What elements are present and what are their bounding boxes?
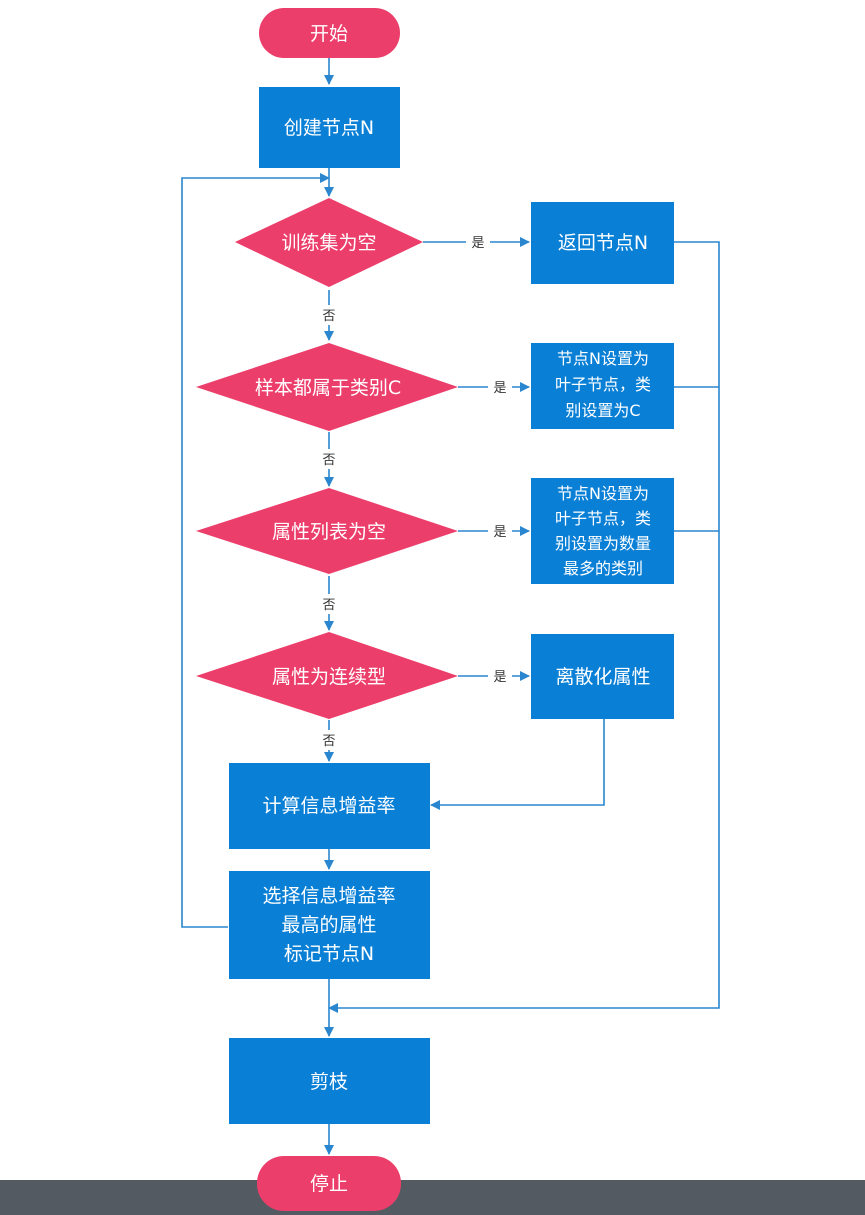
select-attr-line-1: 选择信息增益率 xyxy=(262,885,395,907)
label-yes-continuous: 是 xyxy=(493,670,506,685)
decision-continuous-label: 属性为连续型 xyxy=(272,666,386,688)
select-attr-line-3: 标记节点N xyxy=(284,943,374,965)
label-no-train: 否 xyxy=(322,309,335,324)
decision-train-empty-label: 训练集为空 xyxy=(281,232,376,254)
discretize-box: 离散化属性 xyxy=(531,634,674,719)
discretize-label: 离散化属性 xyxy=(555,666,650,688)
start-label: 开始 xyxy=(310,23,348,45)
create-node-label: 创建节点N xyxy=(284,117,374,139)
decision-attr-empty: 属性列表为空 xyxy=(196,488,458,574)
label-yes-same: 是 xyxy=(493,381,506,396)
leaf-majority-line-1: 节点N设置为 xyxy=(557,484,649,503)
connectors xyxy=(181,58,720,1155)
decision-same-class-label: 样本都属于类别C xyxy=(255,377,401,399)
calc-gain-box: 计算信息增益率 xyxy=(229,763,430,849)
leaf-class-c-line-2: 叶子节点，类 xyxy=(555,375,651,394)
label-yes-train: 是 xyxy=(471,236,484,251)
bottom-bar xyxy=(0,1180,865,1215)
label-no-continuous: 否 xyxy=(322,734,335,749)
create-node-box: 创建节点N xyxy=(259,87,400,168)
leaf-majority-line-2: 叶子节点，类 xyxy=(555,509,651,528)
label-no-attrempty: 否 xyxy=(322,598,335,613)
select-attr-box: 选择信息增益率 最高的属性 标记节点N xyxy=(229,871,430,979)
prune-label: 剪枝 xyxy=(310,1071,348,1093)
label-yes-attrempty: 是 xyxy=(493,525,506,540)
return-node-label: 返回节点N xyxy=(558,232,648,254)
edge-right-merge xyxy=(328,241,720,1013)
return-node-box: 返回节点N xyxy=(531,202,674,284)
leaf-majority-box: 节点N设置为 叶子节点，类 别设置为数量 最多的类别 xyxy=(531,478,674,584)
decision-attr-empty-label: 属性列表为空 xyxy=(272,521,386,543)
edge-select-loop xyxy=(181,173,330,928)
leaf-class-c-line-1: 节点N设置为 xyxy=(557,349,649,368)
leaf-majority-line-4: 最多的类别 xyxy=(563,559,643,578)
decision-continuous: 属性为连续型 xyxy=(196,632,458,719)
stop-label: 停止 xyxy=(310,1173,348,1195)
stop-terminal: 停止 xyxy=(257,1156,401,1211)
edge-discretize-calc xyxy=(430,719,605,810)
select-attr-line-2: 最高的属性 xyxy=(281,914,376,936)
leaf-majority-line-3: 别设置为数量 xyxy=(555,534,651,553)
leaf-class-c-box: 节点N设置为 叶子节点，类 别设置为C xyxy=(531,343,674,429)
decision-train-empty: 训练集为空 xyxy=(235,198,423,287)
prune-box: 剪枝 xyxy=(229,1038,430,1124)
calc-gain-label: 计算信息增益率 xyxy=(262,795,395,817)
edge-labels: 是 是 是 是 否 否 否 否 xyxy=(317,232,512,750)
label-no-same: 否 xyxy=(322,453,335,468)
decision-same-class: 样本都属于类别C xyxy=(196,343,458,431)
start-terminal: 开始 xyxy=(259,8,400,58)
leaf-class-c-line-3: 别设置为C xyxy=(565,401,640,420)
